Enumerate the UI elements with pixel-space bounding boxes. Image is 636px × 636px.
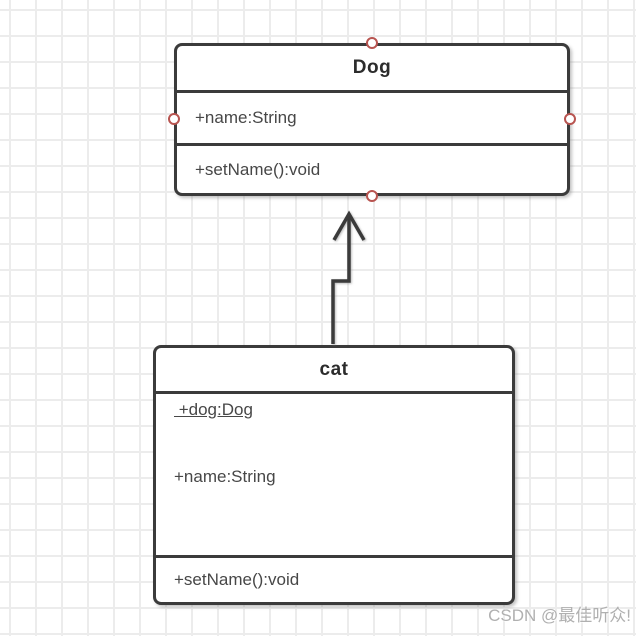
class-method: +setName():void (174, 570, 300, 589)
arrow-head-icon (332, 210, 366, 241)
class-attributes-dog: +name:String (177, 93, 567, 146)
connection-handle-left[interactable] (168, 113, 180, 125)
class-method: +setName():void (195, 159, 321, 179)
connection-handle-right[interactable] (564, 113, 576, 125)
class-box-dog[interactable]: Dog +name:String +setName():void (174, 43, 570, 196)
class-attribute: +name:String (195, 108, 297, 127)
connection-handle-bottom[interactable] (366, 190, 378, 202)
connection-handle-top[interactable] (366, 37, 378, 49)
class-title-cat: cat (156, 348, 512, 394)
class-attributes-cat: +dog:Dog +name:String (156, 394, 512, 558)
class-attribute: +name:String (174, 467, 276, 486)
class-attribute-static: +dog:Dog (174, 400, 253, 419)
class-title-dog: Dog (177, 46, 567, 93)
csdn-watermark: CSDN @最佳听众! (488, 606, 631, 625)
class-box-cat[interactable]: cat +dog:Dog +name:String +setName():voi… (153, 345, 515, 605)
arrow-shaft[interactable] (331, 216, 351, 344)
class-methods-cat: +setName():void (156, 558, 512, 602)
class-methods-dog: +setName():void (177, 146, 567, 193)
